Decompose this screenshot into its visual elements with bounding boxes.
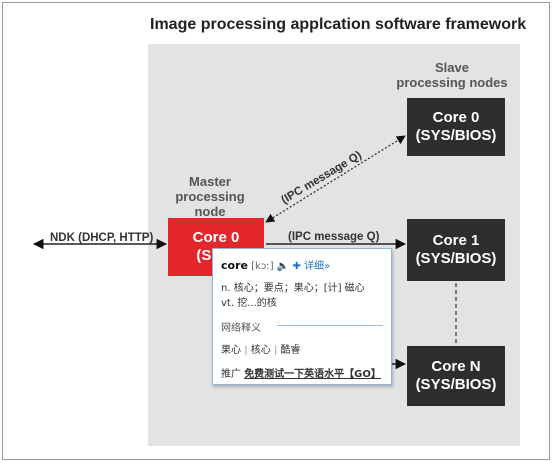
- slave-caption-line-2: processing nodes: [396, 75, 508, 90]
- master-caption-line-1: Master: [189, 174, 231, 189]
- popup-section-title: 网络释义: [221, 323, 261, 334]
- speaker-icon[interactable]: 🔈: [276, 261, 290, 272]
- slave-core-1: Core 1 (SYS/BIOS): [407, 219, 505, 281]
- web-term[interactable]: 酷睿: [280, 345, 301, 356]
- popup-header: core [kɔː] 🔈 ✚ 详细»: [221, 257, 330, 272]
- slave-core-0-name: Core 0: [432, 109, 480, 126]
- master-caption-line-3: node: [194, 204, 226, 219]
- add-wordbook-icon[interactable]: ✚: [292, 261, 301, 272]
- slave-core-n: Core N (SYS/BIOS): [407, 346, 505, 406]
- slave-core-0-os: (SYS/BIOS): [415, 127, 497, 144]
- popup-ad-link[interactable]: 免费测试一下英语水平【GO】: [244, 369, 381, 380]
- slave-core-1-os: (SYS/BIOS): [415, 250, 497, 267]
- popup-word: core: [221, 259, 248, 272]
- ndk-label: NDK (DHCP, HTTP): [50, 232, 153, 244]
- ipc-diagonal-arrow: [265, 135, 406, 223]
- popup-definition-1: n. 核心；要点；果心；[计] 磁心: [221, 283, 365, 294]
- slave-caption-line-1: Slave: [435, 60, 469, 75]
- popup-phonetic: [kɔː]: [251, 261, 274, 272]
- dictionary-popup: core [kɔː] 🔈 ✚ 详细» n. 核心；要点；果心；[计] 磁心 vt…: [212, 248, 392, 385]
- popup-definition-2: vt. 挖...的核: [221, 298, 277, 309]
- master-caption-line-2: processing: [175, 189, 245, 204]
- popup-ad-prefix: 推广: [221, 369, 241, 380]
- slave-caption: Slave processing nodes: [392, 60, 512, 90]
- master-core-name: Core 0: [192, 229, 240, 246]
- slave-core-n-os: (SYS/BIOS): [415, 376, 497, 393]
- popup-web-terms: 果心 | 核心 | 酷睿: [221, 345, 301, 356]
- ipc-diagonal-label: (IPC message Q): [279, 149, 364, 206]
- master-caption: Master processing node: [170, 174, 250, 219]
- ipc-horizontal-label: (IPC message Q): [288, 231, 380, 243]
- slave-core-1-name: Core 1: [432, 232, 480, 249]
- web-term[interactable]: 核心: [250, 345, 271, 356]
- slave-core-n-name: Core N: [431, 358, 481, 375]
- diagram-title: Image processing applcation software fra…: [150, 16, 527, 33]
- popup-divider: [277, 325, 383, 326]
- slave-core-0: Core 0 (SYS/BIOS): [407, 98, 505, 156]
- popup-ad: 推广 免费测试一下英语水平【GO】: [221, 365, 381, 380]
- popup-more-link[interactable]: 详细»: [304, 261, 331, 272]
- web-term[interactable]: 果心: [221, 345, 241, 356]
